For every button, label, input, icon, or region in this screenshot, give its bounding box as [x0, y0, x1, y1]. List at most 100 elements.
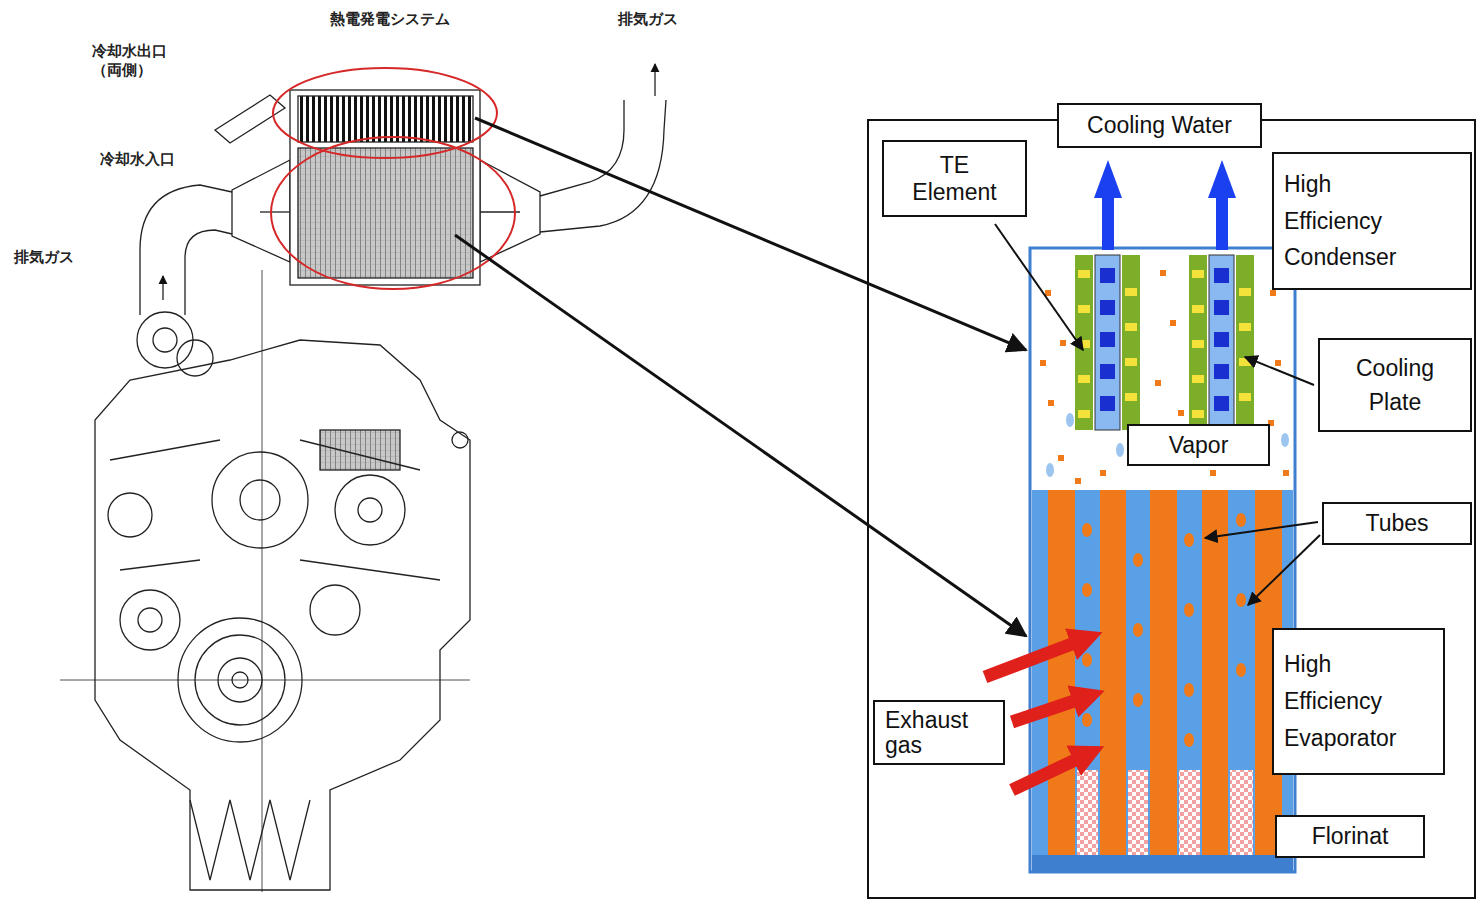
label-text: High Efficiency Condenser: [1284, 166, 1414, 276]
condenser-assembly-part-part: [1192, 340, 1204, 348]
condenser-assembly-part-part: [1078, 305, 1090, 313]
condenser-assembly: [1075, 255, 1254, 430]
condenser-assembly-part-part: [1239, 323, 1251, 331]
part-label: 冷却水入口: [100, 150, 195, 169]
leader-line-part: [1205, 522, 1318, 538]
heat-pipe-vessel-part-part: [1082, 653, 1092, 667]
condenser-assembly-part-part: [1214, 300, 1229, 315]
heat-pipe-vessel-part-part: [1116, 443, 1124, 457]
condenser-assembly-part-part: [1192, 375, 1204, 383]
pointer-arrow: [455, 118, 1026, 636]
heat-pipe-vessel-part-part: [1133, 693, 1143, 707]
heat-pipe-vessel-part-part: [1178, 410, 1184, 416]
heat-pipe-vessel-part-part: [1236, 513, 1246, 527]
label-text: Cooling Water: [1087, 112, 1232, 138]
highlight-ellipse-part: [271, 137, 515, 289]
condenser-assembly-part-part: [1192, 305, 1204, 313]
heat-pipe-vessel-part-part: [1270, 290, 1276, 296]
engine-drawing-part: [310, 585, 360, 635]
condenser-assembly-part-part: [1192, 410, 1204, 418]
heat-pipe-vessel-part-part: [1046, 463, 1054, 477]
heat-pipe-vessel-part-part: [1060, 340, 1066, 346]
heat-pipe-vessel-part: [1032, 855, 1293, 872]
part-label: 冷却水出口（両側）: [92, 42, 174, 80]
engine-drawing-part: [108, 493, 152, 537]
engine-drawing-part: [298, 96, 473, 142]
heat-pipe-vessel-part-part: [1275, 360, 1281, 366]
engine-drawing-part: [480, 160, 540, 262]
engine-drawing-part: [358, 498, 382, 522]
pointer-arrow-part: [475, 118, 1026, 350]
engine-drawing-part: [138, 608, 162, 632]
heat-pipe-vessel-part-part: [1082, 523, 1092, 537]
engine-drawing-part: [540, 100, 666, 232]
label-box: Florinat: [1275, 815, 1425, 858]
cooling-water-arrow-part: [1208, 160, 1236, 250]
heat-pipe-vessel-part-part: [1281, 433, 1289, 447]
exhaust-arrow-part: [985, 637, 1090, 677]
engine-drawing-part: [290, 90, 480, 285]
engine-drawing-part: [140, 185, 232, 315]
heat-pipe-vessel-part: [1202, 490, 1228, 858]
heat-pipe-vessel: [1030, 248, 1295, 872]
highlight-ellipse-part: [273, 68, 497, 158]
heat-pipe-vessel-part: [1032, 490, 1293, 870]
condenser-assembly-part-part: [1078, 270, 1090, 278]
engine-drawing-part: [260, 211, 290, 212]
engine-drawing-part: [110, 440, 440, 580]
condenser-assembly-part: [1209, 255, 1234, 430]
condenser-assembly-part-part: [1239, 288, 1251, 296]
engine-drawing-part: [240, 480, 280, 520]
engine-drawing-part: [212, 452, 308, 548]
engine-drawing-part: [195, 635, 285, 725]
engine-drawing-part: [178, 618, 302, 742]
condenser-assembly-part-part: [1100, 332, 1115, 347]
heat-pipe-vessel-part-part: [1075, 478, 1081, 484]
panel-frame: [868, 120, 1475, 898]
condenser-assembly-part: [1189, 255, 1207, 430]
heat-pipe-vessel-part-part: [1210, 470, 1216, 476]
condenser-assembly-part-part: [1125, 288, 1137, 296]
heat-pipe-vessel-part-part: [1045, 290, 1051, 296]
heat-pipe-vessel-part-part: [1170, 320, 1176, 326]
label-box: High Efficiency Evaporator: [1272, 628, 1445, 775]
heat-pipe-vessel-part-part: [1155, 380, 1161, 386]
condenser-assembly-part-part: [1100, 396, 1115, 411]
condenser-assembly-part-part: [1078, 375, 1090, 383]
heat-pipe-vessel-part-part: [1160, 270, 1166, 276]
heat-pipe-vessel-part: [1077, 770, 1098, 855]
heat-pipe-vessel-part-part: [1184, 683, 1194, 697]
heat-pipe-vessel-part-part: [1082, 713, 1092, 727]
engine-drawing-part: [153, 328, 177, 352]
engine-drawing-part: [452, 432, 468, 448]
condenser-assembly-part-part: [1100, 364, 1115, 379]
part-label: 排気ガス: [618, 10, 698, 29]
highlight-ellipse: [271, 68, 515, 289]
engine-drawing-part: [60, 680, 470, 681]
cooling-water-arrow: [1094, 160, 1236, 250]
heat-pipe-vessel-part-part: [1236, 663, 1246, 677]
label-text: Tubes: [1365, 510, 1428, 536]
label-box: Cooling Water: [1057, 103, 1262, 148]
heat-pipe-vessel-part: [1230, 770, 1253, 855]
heat-pipe-vessel-part-part: [1184, 603, 1194, 617]
condenser-assembly-part-part: [1214, 396, 1229, 411]
cooling-water-arrow-part: [1094, 160, 1122, 250]
heat-pipe-vessel-part: [1030, 248, 1295, 872]
label-box: Tubes: [1322, 502, 1472, 545]
engine-drawing-part: [262, 270, 263, 892]
engine-drawing-part: [218, 658, 262, 702]
condenser-assembly-part: [1078, 270, 1251, 418]
label-text: Cooling Plate: [1340, 351, 1450, 420]
heat-pipe-vessel-part-part: [1066, 413, 1074, 427]
part-label: 排気ガス: [14, 248, 94, 267]
condenser-assembly-part: [1095, 255, 1120, 430]
label-text: Exhaust gas: [885, 708, 980, 756]
engine-drawing-part: [298, 148, 473, 278]
leader-line-part: [995, 224, 1083, 350]
engine-drawing-part: [320, 430, 400, 470]
condenser-assembly-part-part: [1078, 410, 1090, 418]
condenser-assembly-part-part: [1125, 358, 1137, 366]
heat-pipe-vessel-part: [1100, 490, 1126, 858]
label-box: Exhaust gas: [873, 700, 1005, 765]
